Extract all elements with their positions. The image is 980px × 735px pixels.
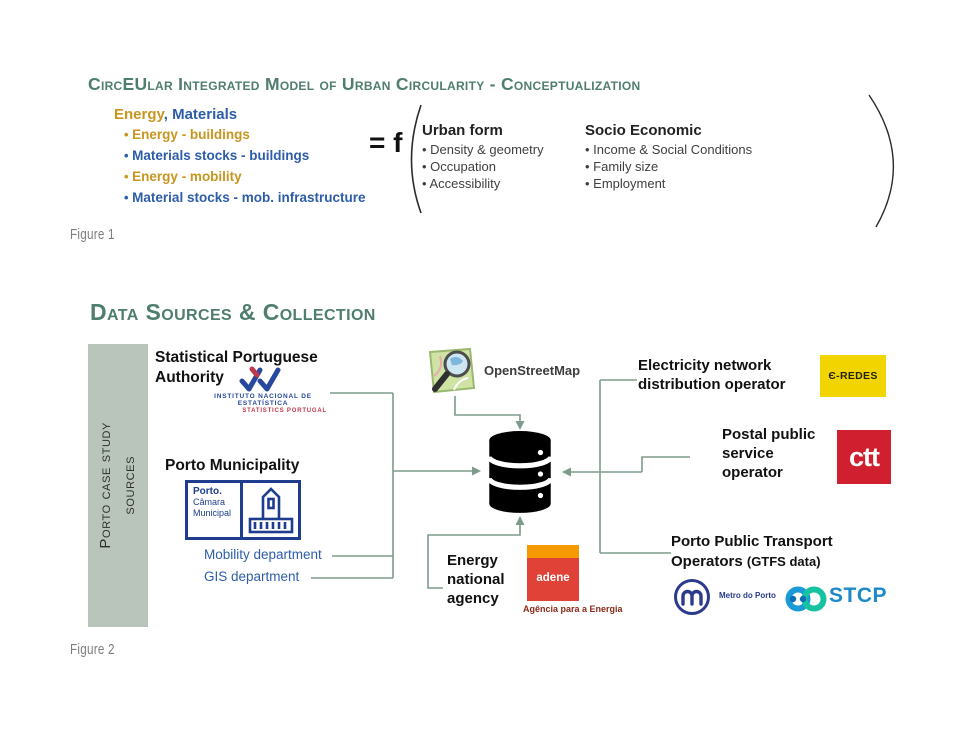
bullet-item: Material stocks - mob. infrastructure (124, 187, 365, 208)
group-item: Accessibility (422, 175, 544, 192)
porto-case-study-sidebar: Porto case study sources (88, 344, 148, 627)
transport-operators-heading: Porto Public Transport Operators (GTFS d… (671, 533, 833, 570)
adene-orange-band (527, 545, 579, 558)
adene-subtitle: Agência para a Energia (523, 604, 623, 614)
figure1-caption: Figure 1 (70, 226, 115, 243)
ine-checkmark-icon (239, 366, 281, 392)
socio-economic-heading: Socio Economic (585, 122, 702, 139)
materials-label: Materials (172, 106, 238, 123)
city-hall-icon (248, 487, 293, 534)
equals-f: = f (369, 127, 403, 158)
figure2-connectors (311, 379, 690, 589)
group-item: Density & geometry (422, 141, 543, 158)
postal-operator-heading: Postal public service operator (722, 426, 816, 481)
database-icon (487, 431, 553, 513)
arrowheads (472, 421, 571, 525)
electricity-operator-heading: Electricity network distribution operato… (638, 357, 786, 393)
figure1-inputs-heading: Energy, Materials (114, 106, 238, 123)
stcp-icon (785, 586, 827, 612)
openstreetmap-label: OpenStreetMap (484, 363, 581, 378)
close-paren (868, 94, 895, 228)
energy-agency-heading: Energy national agency (447, 552, 505, 607)
socio-economic-group: Socio Economic Income & Social Condition… (585, 122, 752, 192)
figure2-caption: Figure 2 (70, 641, 115, 658)
figure1-bullet-list: Energy - buildings Materials stocks - bu… (124, 124, 365, 208)
metro-do-porto-icon (674, 579, 710, 615)
ine-org-name: INSTITUTO NACIONAL DE ESTATÍSTICA STATIS… (214, 393, 327, 414)
openstreetmap-logo (428, 347, 476, 394)
group-item: Family size (585, 158, 752, 175)
gis-department-label: GIS department (204, 569, 300, 584)
adene-logo: adene (527, 545, 579, 601)
porto-municipality-heading: Porto Municipality (165, 457, 300, 474)
figure2-title: Data Sources & Collection (90, 299, 376, 325)
e-redes-logo: Є-REDES (820, 355, 886, 397)
sidebar-label: Porto case study sources (97, 422, 138, 549)
bullet-item: Materials stocks - buildings (124, 145, 365, 166)
statistical-authority-heading: Statistical Portuguese Authority (155, 349, 318, 386)
metro-do-porto-label: Metro do Porto (719, 591, 776, 600)
bullet-item: Energy - mobility (124, 166, 365, 187)
stcp-label: STCP (829, 584, 888, 607)
group-item: Employment (585, 175, 752, 192)
ctt-logo: ctt (837, 430, 891, 484)
group-item: Occupation (422, 158, 544, 175)
energy-label: Energy (114, 106, 164, 123)
porto-municipality-logo: Porto. Câmara Municipal (185, 480, 301, 540)
group-item: Income & Social Conditions (585, 141, 752, 158)
urban-form-heading: Urban form (422, 122, 503, 139)
figure1-title: CircEUlar Integrated Model of Urban Circ… (88, 74, 641, 94)
bullet-item: Energy - buildings (124, 124, 365, 145)
open-paren (410, 104, 422, 214)
urban-form-group: Urban form Density & geometry Occupation… (422, 122, 544, 192)
mobility-department-label: Mobility department (204, 547, 322, 562)
